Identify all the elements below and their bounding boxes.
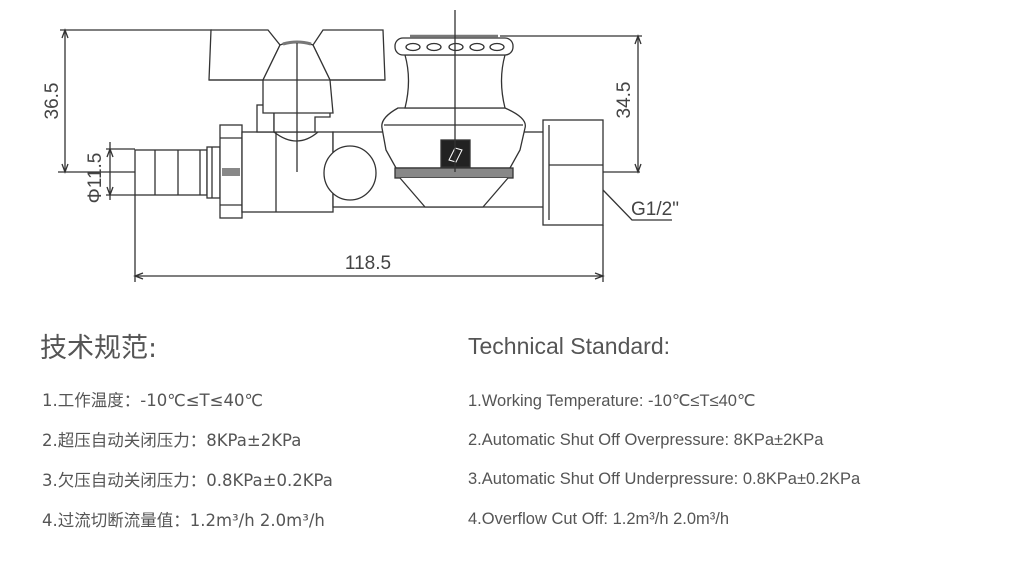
spec-cn-item: 4.过流切断流量值：1.2m³/h 2.0m³/h [42, 511, 325, 530]
dim-length-label: 118.5 [345, 253, 391, 274]
spec-cn-item: 3.欠压自动关闭压力：0.8KPa±0.2KPa [42, 471, 333, 490]
dim-diameter-label: Φ11.5 [85, 153, 106, 204]
threaded-nut [542, 119, 604, 226]
valve-technical-drawing: 36.5 Φ11.5 [42, 10, 679, 282]
spec-cn-item: 1.工作温度：-10℃≤T≤40℃ [42, 391, 263, 410]
specs-title-en: Technical Standard: [468, 333, 671, 359]
dimension-height-right: 34.5 [500, 34, 642, 174]
specs-title-cn: 技术规范: [40, 333, 158, 364]
ball-valve-handle[interactable] [208, 29, 386, 114]
hose-barb [134, 146, 221, 199]
spec-cn-item: 2.超压自动关闭压力：8KPa±2KPa [42, 431, 302, 450]
spec-en-item: 1.Working Temperature: -10℃≤T≤40℃ [468, 392, 756, 410]
dimension-diameter: Φ11.5 [85, 142, 135, 203]
dim-36-5-label: 36.5 [42, 83, 63, 120]
dim-34-5-label: 34.5 [614, 82, 635, 119]
spec-en-item: 4.Overflow Cut Off: 1.2m³/h 2.0m³/h [468, 510, 730, 528]
dimension-length: 118.5 [133, 195, 605, 282]
thread-label: G1/2" [631, 199, 679, 220]
spec-en-item: 3.Automatic Shut Off Underpressure: 0.8K… [468, 470, 861, 488]
spec-en-item: 2.Automatic Shut Off Overpressure: 8KPa±… [468, 431, 824, 449]
side-port [323, 145, 377, 201]
thread-callout: G1/2" [602, 189, 679, 221]
safety-regulator [381, 10, 526, 208]
valve-body [241, 131, 334, 213]
dimension-height-left: 36.5 [42, 28, 212, 174]
